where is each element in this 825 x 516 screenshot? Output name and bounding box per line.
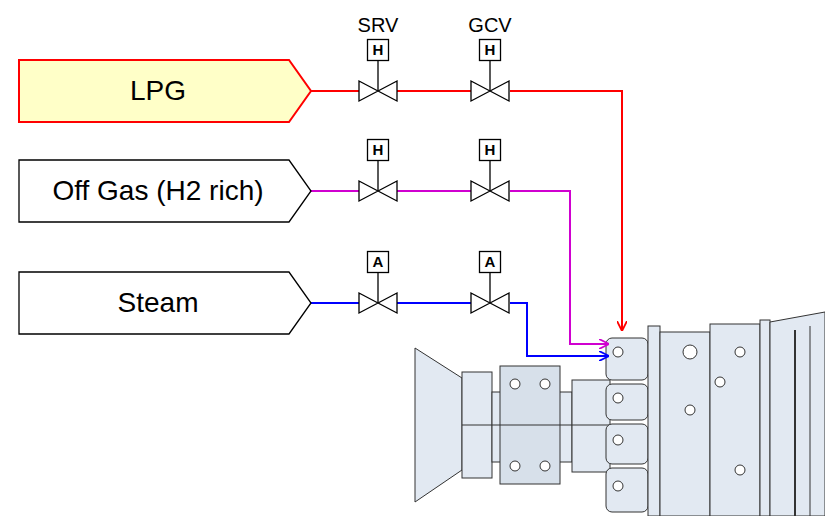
source-box: Off Gas (H2 rich) bbox=[18, 159, 312, 223]
valve-symbol: H bbox=[358, 139, 398, 201]
actuator-letter: H bbox=[479, 139, 501, 161]
pipe-line bbox=[397, 190, 471, 192]
pipe-line bbox=[397, 302, 471, 304]
actuator-box bbox=[480, 252, 501, 273]
valve-symbol: H bbox=[358, 39, 398, 101]
source-label: Steam bbox=[118, 287, 199, 319]
pipe-line bbox=[397, 90, 471, 92]
actuator-letter: H bbox=[479, 39, 501, 61]
gas-turbine bbox=[415, 312, 825, 516]
valve-body bbox=[471, 81, 509, 101]
valve-stem bbox=[377, 273, 378, 303]
steam-pipe bbox=[510, 303, 608, 356]
valve-body bbox=[359, 81, 397, 101]
valve-tag: SRV bbox=[358, 14, 399, 37]
valve-stem bbox=[489, 273, 490, 303]
valve-stem bbox=[489, 161, 490, 191]
actuator-box bbox=[368, 140, 389, 161]
actuator-letter: A bbox=[479, 251, 501, 273]
pentagon-shape bbox=[19, 160, 311, 222]
actuator-box bbox=[480, 40, 501, 61]
source-label: LPG bbox=[130, 75, 186, 107]
source-box: Steam bbox=[18, 271, 312, 335]
pentagon-shape bbox=[19, 60, 311, 122]
actuator-box bbox=[480, 140, 501, 161]
pipe-line bbox=[311, 190, 359, 192]
valve-stem bbox=[489, 61, 490, 91]
valve-stem bbox=[377, 61, 378, 91]
actuator-box bbox=[368, 40, 389, 61]
actuator-letter: H bbox=[367, 39, 389, 61]
valve-symbol: A bbox=[358, 251, 398, 313]
source-label: Off Gas (H2 rich) bbox=[52, 175, 263, 207]
lpg-pipe bbox=[510, 91, 622, 330]
actuator-box bbox=[368, 252, 389, 273]
source-box: LPG bbox=[18, 59, 312, 123]
valve-stem bbox=[377, 161, 378, 191]
valve-symbol: A bbox=[470, 251, 510, 313]
pentagon-shape bbox=[19, 272, 311, 334]
actuator-letter: A bbox=[367, 251, 389, 273]
offgas-pipe bbox=[510, 191, 608, 344]
valve-body bbox=[471, 293, 509, 313]
valve-tag: GCV bbox=[468, 14, 511, 37]
pipe-line bbox=[311, 302, 359, 304]
valve-body bbox=[471, 181, 509, 201]
valve-symbol: H bbox=[470, 39, 510, 101]
valve-body bbox=[359, 293, 397, 313]
valve-symbol: H bbox=[470, 139, 510, 201]
actuator-letter: H bbox=[367, 139, 389, 161]
pipe-line bbox=[311, 90, 359, 92]
valve-body bbox=[359, 181, 397, 201]
